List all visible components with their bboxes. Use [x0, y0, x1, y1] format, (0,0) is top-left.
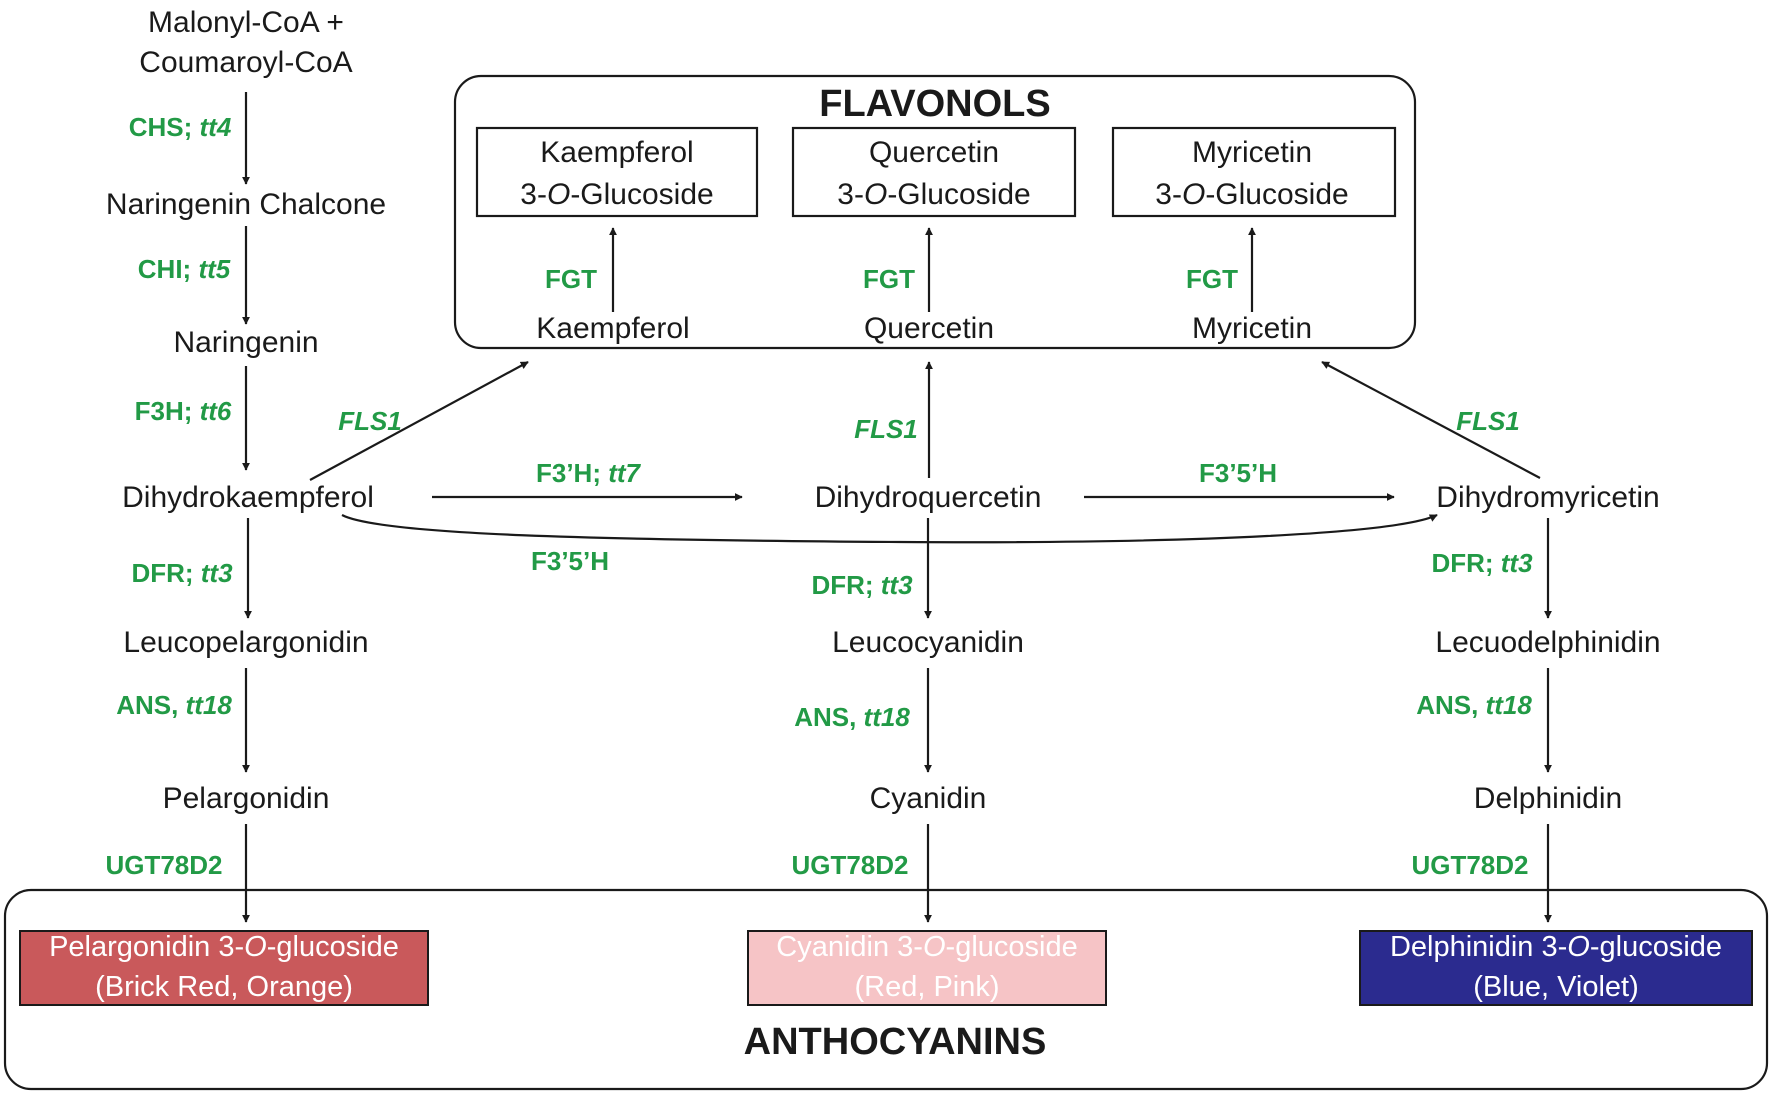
quercetin-glucoside-line2: 3-O-Glucoside [837, 178, 1030, 211]
quercetin-glucoside-box [791, 126, 1077, 218]
pelargonidin-glucoside-color: (Brick Red, Orange) [95, 971, 353, 1003]
leucodelphinidin-label: Lecuodelphinidin [1435, 626, 1660, 659]
delphinidin-glucoside-name: Delphinidin 3-O-glucoside [1390, 931, 1722, 963]
pelargonidin-glucoside-name: Pelargonidin 3-O-glucoside [49, 931, 399, 963]
delphinidin-label: Delphinidin [1474, 782, 1622, 815]
myricetin-glucoside-line2: 3-O-Glucoside [1155, 178, 1348, 211]
anthocyanins-title: ANTHOCYANINS [744, 1021, 1047, 1063]
kaempferol-label: Kaempferol [536, 312, 689, 345]
fls1-arrow-kaempferol [309, 361, 529, 481]
chi-label: CHI; tt5 [138, 254, 231, 284]
fls1-arrow-myricetin [1321, 361, 1541, 479]
leucopelargonidin-label: Leucopelargonidin [123, 626, 368, 659]
ans-label-left: ANS, tt18 [116, 690, 232, 720]
flavonols-title: FLAVONOLS [819, 83, 1051, 125]
fls1-label-left: FLS1 [338, 406, 402, 436]
quercetin-glucoside-line1: Quercetin [869, 136, 999, 169]
naringenin-label: Naringenin [173, 326, 318, 359]
start-substrate-line2: Coumaroyl-CoA [139, 46, 352, 79]
cyanidin-glucoside-box [747, 930, 1107, 1006]
fgt-label-myricetin: FGT [1186, 264, 1238, 294]
ugt-label-middle: UGT78D2 [791, 850, 908, 880]
fls1-label-middle: FLS1 [854, 414, 918, 444]
cyanidin-glucoside-color: (Red, Pink) [854, 971, 999, 1003]
f35h-label-lower: F3’5’H [531, 546, 609, 576]
f3h-label: F3H; tt6 [135, 396, 232, 426]
kaempferol-glucoside-line2: 3-O-Glucoside [520, 178, 713, 211]
cyanidin-glucoside-name: Cyanidin 3-O-glucoside [776, 931, 1077, 963]
kaempferol-glucoside-box [475, 126, 759, 218]
f35h-curved-arrow [341, 514, 1438, 544]
dihydrokaempferol-label: Dihydrokaempferol [122, 481, 374, 514]
start-substrate-line1: Malonyl-CoA + [148, 6, 344, 39]
dfr-label-left: DFR; tt3 [131, 558, 233, 588]
ugt-label-right: UGT78D2 [1411, 850, 1528, 880]
flavonols-group-box [453, 74, 1417, 350]
quercetin-label: Quercetin [864, 312, 994, 345]
myricetin-glucoside-box [1111, 126, 1397, 218]
chs-label: CHS; tt4 [129, 112, 232, 142]
fls1-label-right: FLS1 [1456, 406, 1520, 436]
dfr-label-right: DFR; tt3 [1431, 548, 1533, 578]
dfr-label-middle: DFR; tt3 [811, 570, 913, 600]
f3ph-label: F3’H; tt7 [536, 458, 642, 488]
fgt-label-kaempferol: FGT [545, 264, 597, 294]
fgt-label-quercetin: FGT [863, 264, 915, 294]
ugt-label-left: UGT78D2 [105, 850, 222, 880]
leucocyanidin-label: Leucocyanidin [832, 626, 1024, 659]
cyanidin-label: Cyanidin [870, 782, 987, 815]
ans-label-middle: ANS, tt18 [794, 702, 910, 732]
pelargonidin-glucoside-box [19, 930, 429, 1006]
ans-label-right: ANS, tt18 [1416, 690, 1532, 720]
myricetin-label: Myricetin [1192, 312, 1312, 345]
delphinidin-glucoside-color: (Blue, Violet) [1473, 971, 1639, 1003]
f35h-label-upper: F3’5’H [1199, 458, 1277, 488]
dihydromyricetin-label: Dihydromyricetin [1436, 481, 1659, 514]
naringenin-chalcone-label: Naringenin Chalcone [106, 188, 386, 221]
myricetin-glucoside-line1: Myricetin [1192, 136, 1312, 169]
anthocyanins-group-box [3, 888, 1769, 1091]
dihydroquercetin-label: Dihydroquercetin [815, 481, 1042, 514]
delphinidin-glucoside-box [1359, 930, 1753, 1006]
pelargonidin-label: Pelargonidin [163, 782, 330, 815]
kaempferol-glucoside-line1: Kaempferol [540, 136, 693, 169]
